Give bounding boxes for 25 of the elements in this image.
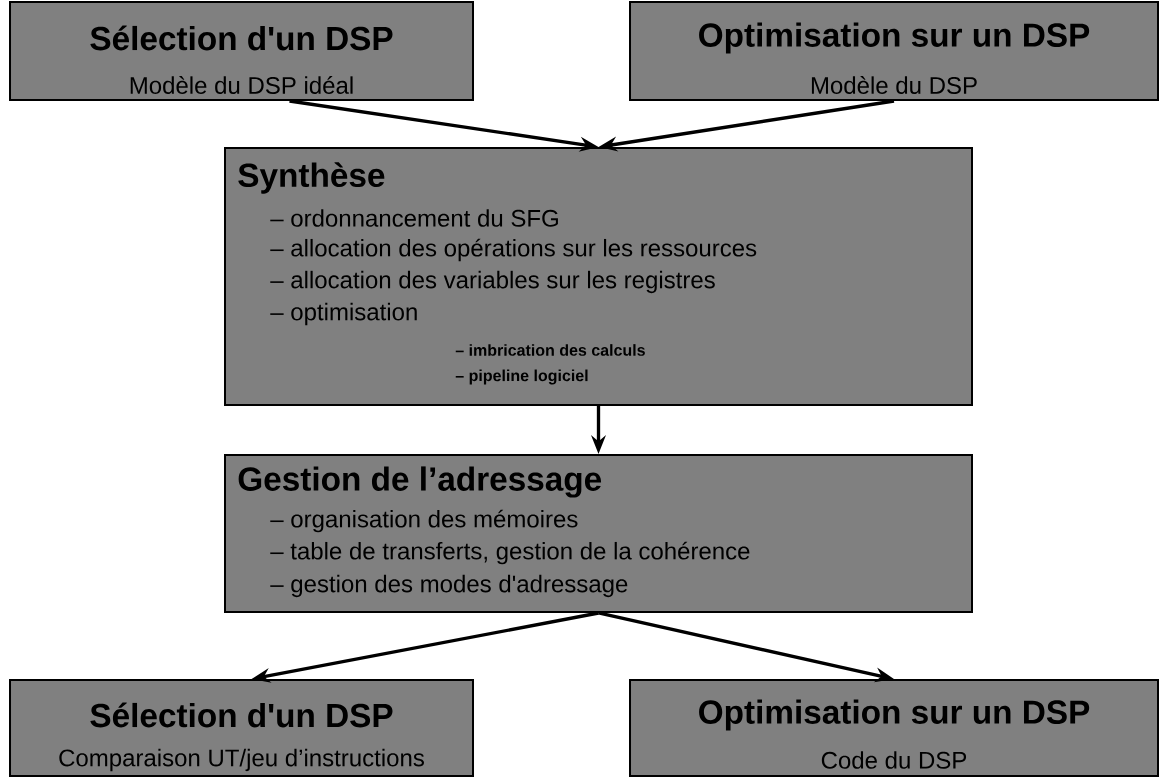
process-box	[9, 679, 474, 777]
box-title: Optimisation sur un DSP	[699, 22, 1090, 54]
box-text: – table de transferts, gestion de la cohérence	[270, 541, 750, 565]
process-box	[9, 1, 474, 101]
box-title: Sélection d'un DSP	[90, 25, 393, 51]
box-text: – gestion des modes d'adressage	[270, 574, 628, 598]
process-box	[629, 1, 1159, 101]
box-text: – organisation des mémoires	[270, 509, 578, 533]
box-text: Modèle du DSP	[811, 76, 977, 94]
process-box	[224, 454, 973, 613]
box-title: Optimisation sur un DSP	[699, 699, 1090, 731]
box-title: Gestion de l’adressage	[238, 466, 602, 498]
box-text: – ordonnancement du SFG	[270, 209, 558, 227]
process-box	[629, 679, 1159, 777]
box-text: – imbrication des calculs	[455, 344, 645, 356]
box-text: – pipeline logiciel	[455, 369, 588, 385]
box-text: – allocation des variables sur les registres	[270, 270, 715, 294]
box-text: – allocation des opérations sur les ressources	[270, 238, 757, 262]
box-text: Code du DSP	[821, 751, 967, 769]
box-title: Sélection d'un DSP	[90, 702, 393, 728]
process-box	[224, 147, 973, 406]
box-title: Synthèse	[238, 162, 385, 194]
box-text: Comparaison UT/jeu d’instructions	[59, 748, 424, 772]
box-text: Modèle du DSP idéal	[130, 76, 353, 94]
box-text: – optimisation	[270, 302, 417, 326]
